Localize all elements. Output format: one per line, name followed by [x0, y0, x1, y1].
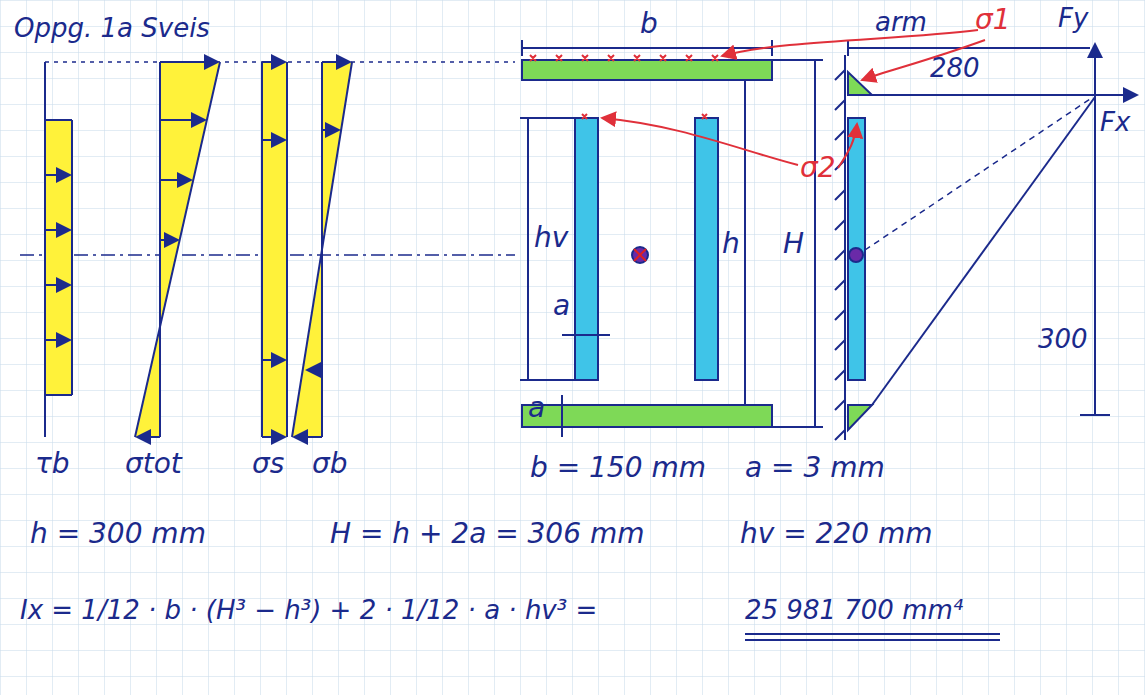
given-value: H = h + 2a = 306 mm — [330, 518, 644, 550]
given-value: hv = 220 mm — [740, 518, 932, 550]
force-label: Fx — [1100, 108, 1130, 138]
stress-label: σ1 — [975, 4, 1011, 36]
given-value: a = 3 mm — [745, 452, 885, 484]
stress-label: σ2 — [800, 152, 836, 184]
dimension-letter: h — [722, 228, 740, 260]
given-value: b = 150 mm — [530, 452, 706, 484]
given-value: h = 300 mm — [30, 518, 206, 550]
dimension-value: 280 — [930, 54, 980, 84]
dimension-letter: hv — [534, 222, 568, 254]
force-label: Fy — [1058, 4, 1088, 34]
formula: Ix = 1/12 · b · (H³ − h³) + 2 · 1/12 · a… — [20, 596, 597, 626]
plot-label: σtot — [125, 448, 182, 480]
dimension-label: arm — [875, 8, 927, 38]
sketch-title: Oppg. 1a Sveis — [14, 14, 210, 44]
dimension-letter: a — [528, 392, 545, 424]
dimension-letter: a — [553, 290, 570, 322]
dimension-value: 300 — [1038, 325, 1088, 355]
result-value: 25 981 700 mm⁴ — [745, 596, 963, 626]
plot-label: σb — [312, 448, 348, 480]
plot-label: σs — [252, 448, 284, 480]
dimension-letter: b — [640, 8, 658, 40]
dimension-letter: H — [783, 228, 804, 260]
plot-label: τb — [35, 448, 70, 480]
